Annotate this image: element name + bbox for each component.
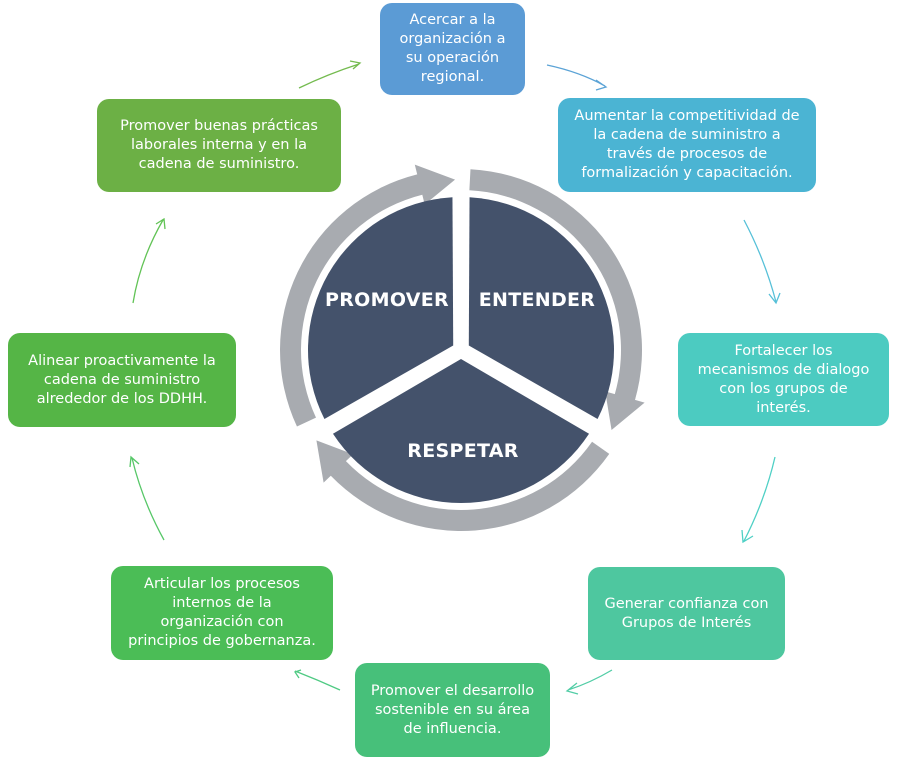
connectors [129, 60, 781, 695]
connector-arrow-4 [565, 669, 613, 695]
connector-arrow-3 [741, 456, 776, 544]
ring-arrow-entender [469, 169, 645, 431]
step-alinear-ddhh: Alinear proactivamente la cadena de sumi… [8, 333, 236, 427]
step-aumentar-competitividad: Aumentar la competitividad de la cadena … [558, 98, 816, 192]
segment-label-promover: PROMOVER [325, 289, 449, 311]
segment-entender [468, 197, 614, 419]
ring-arrow-promover [280, 164, 456, 427]
connector-arrow-8 [298, 60, 362, 89]
connector-arrow-7 [132, 217, 166, 304]
segment-respetar [332, 359, 590, 503]
step-fortalecer-dialogo: Fortalecer los mecanismos de dialogo con… [678, 333, 889, 426]
segment-promover [308, 197, 454, 419]
step-articular-procesos: Articular los procesos internos de la or… [111, 566, 333, 660]
step-generar-confianza: Generar confianza con Grupos de Interés [588, 567, 785, 660]
connector-arrow-6 [129, 455, 165, 541]
connector-arrow-2 [743, 219, 781, 305]
step-acercar-organizacion: Acercar a la organización a su operación… [380, 3, 525, 95]
center-wheel: PROMOVER ENTENDER RESPETAR [308, 197, 614, 503]
connector-arrow-1 [546, 64, 608, 91]
outer-ring [280, 164, 645, 531]
segment-label-entender: ENTENDER [479, 289, 596, 311]
step-buenas-practicas: Promover buenas prácticas laborales inte… [97, 99, 341, 192]
connector-arrow-5 [293, 669, 341, 691]
ring-arrow-respetar [316, 440, 610, 531]
segment-label-respetar: RESPETAR [407, 440, 518, 462]
step-desarrollo-sostenible: Promover el desarrollo sostenible en su … [355, 663, 550, 757]
